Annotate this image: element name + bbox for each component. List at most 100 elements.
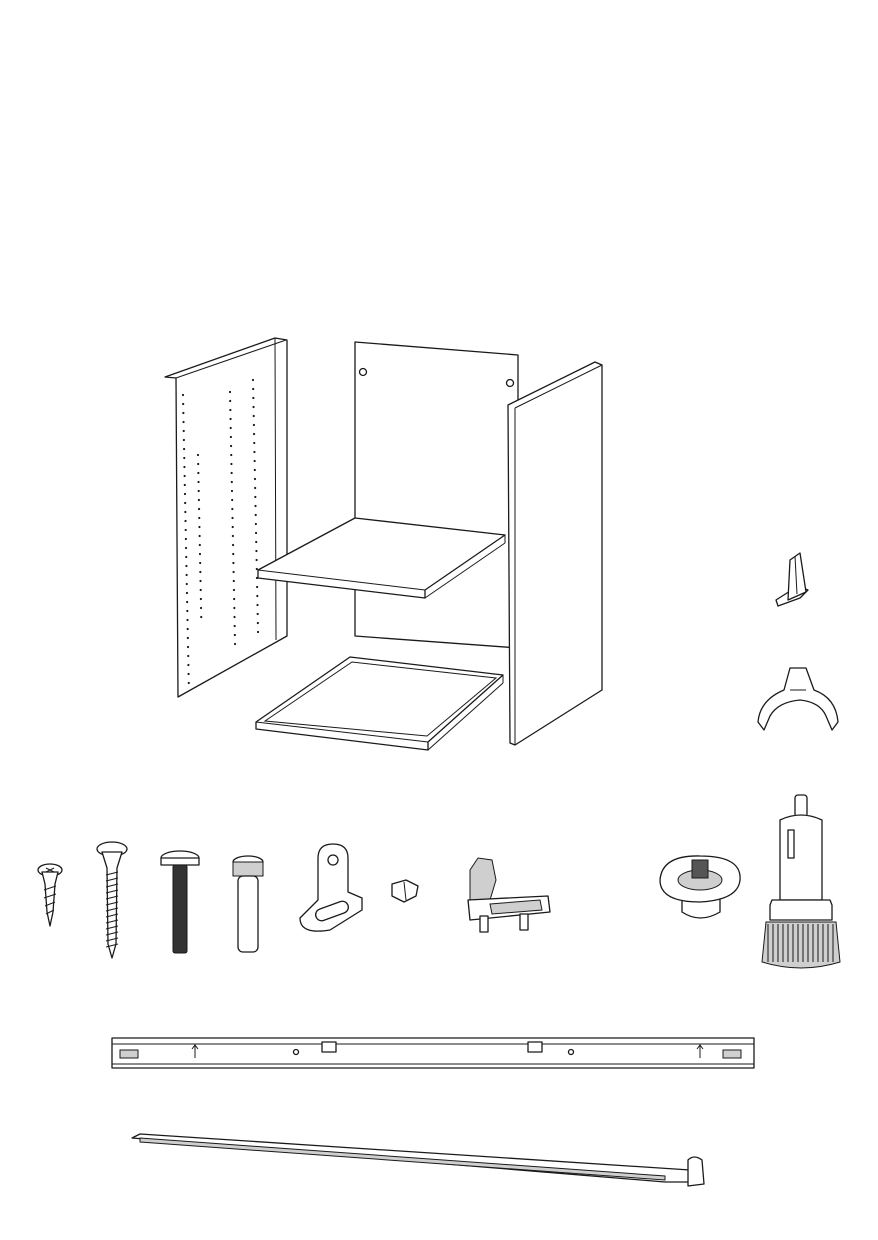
- hole-dot: [233, 642, 237, 646]
- plinth-strip-icon: [131, 1133, 705, 1187]
- hole-dot: [186, 609, 189, 613]
- hole-dot: [254, 486, 257, 490]
- hole-dot: [252, 387, 255, 391]
- hole-dot: [256, 594, 259, 598]
- hole-dot: [229, 426, 232, 430]
- hole-dot: [182, 429, 185, 433]
- hole-dot: [231, 498, 234, 502]
- thread-line: [105, 883, 119, 888]
- hole-dot: [230, 471, 233, 475]
- hole-dot: [255, 567, 258, 571]
- suspension-rail-icon: [111, 1037, 755, 1069]
- thread-line: [105, 913, 119, 918]
- thread-line: [105, 925, 119, 930]
- hole-dot: [256, 621, 259, 625]
- hole-dot: [255, 558, 258, 562]
- hole-dot: [256, 603, 259, 607]
- hole-dot: [229, 399, 232, 403]
- thread-line: [105, 877, 119, 882]
- hole-dot: [232, 588, 236, 592]
- hole-dot: [183, 474, 186, 478]
- hole-dot: [197, 489, 200, 493]
- hole-dot: [183, 483, 186, 487]
- hole-dot: [199, 606, 203, 610]
- hole-dot: [186, 600, 189, 604]
- thread-line: [105, 889, 119, 894]
- hole-dot: [184, 519, 187, 523]
- hole-dot: [256, 630, 260, 634]
- hole-dot: [251, 378, 255, 382]
- hole-dot: [229, 408, 232, 412]
- hole-dot: [252, 396, 255, 400]
- hole-dot: [198, 534, 201, 538]
- dowel-sleeve-icon: [232, 855, 264, 953]
- thread-line: [105, 871, 119, 876]
- hole-dot: [185, 582, 188, 586]
- hole-dot: [183, 465, 186, 469]
- hole-dot: [185, 564, 188, 568]
- hole-dot: [254, 495, 257, 499]
- hole-dot: [229, 435, 232, 439]
- hole-dot: [252, 414, 255, 418]
- hole-dot: [253, 459, 256, 463]
- thread-line: [105, 931, 119, 936]
- hole-dot: [196, 453, 200, 457]
- hole-dot: [230, 489, 234, 493]
- hole-dot: [253, 450, 256, 454]
- hole-dot: [186, 645, 190, 649]
- hole-dot: [197, 480, 200, 484]
- hole-dot: [198, 516, 201, 520]
- hole-dot: [254, 504, 257, 508]
- hole-dot: [197, 471, 200, 475]
- hole-dot: [182, 438, 185, 442]
- hole-dot: [233, 624, 236, 628]
- hole-dot: [231, 516, 234, 520]
- hole-dot: [228, 390, 232, 394]
- hole-dot: [184, 501, 187, 505]
- hole-dot: [255, 549, 258, 553]
- thread-line: [105, 943, 119, 948]
- hole-dot: [187, 672, 190, 676]
- hole-dot: [254, 531, 258, 535]
- hole-dot: [200, 615, 203, 619]
- hole-dot: [256, 612, 259, 616]
- hole-dot: [182, 402, 185, 406]
- hole-dot: [229, 444, 233, 448]
- hole-dot: [187, 663, 190, 667]
- hole-dot: [183, 456, 186, 460]
- hole-dot: [199, 570, 202, 574]
- side-panel-left-icon: [164, 337, 288, 698]
- hole-dot: [252, 405, 255, 409]
- hole-dot: [252, 432, 256, 436]
- short-screw-icon: [37, 863, 63, 927]
- side-panel-right-icon: [507, 361, 603, 746]
- hole-dot: [233, 633, 236, 637]
- shelf-icon: [257, 517, 506, 599]
- hole-dot: [187, 654, 190, 658]
- shelf-pin-icon: [391, 879, 419, 903]
- hole-dot: [186, 627, 189, 631]
- hole-dot: [232, 570, 235, 574]
- leg-clip-ring-icon: [757, 667, 839, 731]
- hinge-icon: [467, 857, 551, 933]
- hole-dot: [253, 477, 257, 481]
- hole-dot: [254, 522, 257, 526]
- hole-dot: [232, 579, 235, 583]
- leg-mount-plate-icon: [659, 855, 741, 919]
- hole-dot: [199, 588, 202, 592]
- back-panel-icon: [354, 341, 519, 649]
- hole-dot: [184, 528, 187, 532]
- hole-dot: [182, 447, 186, 451]
- thread-line: [105, 901, 119, 906]
- hole-dot: [181, 393, 185, 397]
- hole-dot: [231, 534, 234, 538]
- hole-dot: [255, 540, 258, 544]
- hole-dot: [185, 573, 188, 577]
- hole-dot: [253, 441, 256, 445]
- hole-dot: [256, 585, 259, 589]
- hole-dot: [185, 591, 189, 595]
- clip-icon: [775, 552, 809, 607]
- hole-dot: [253, 468, 256, 472]
- long-screw-icon: [96, 841, 128, 959]
